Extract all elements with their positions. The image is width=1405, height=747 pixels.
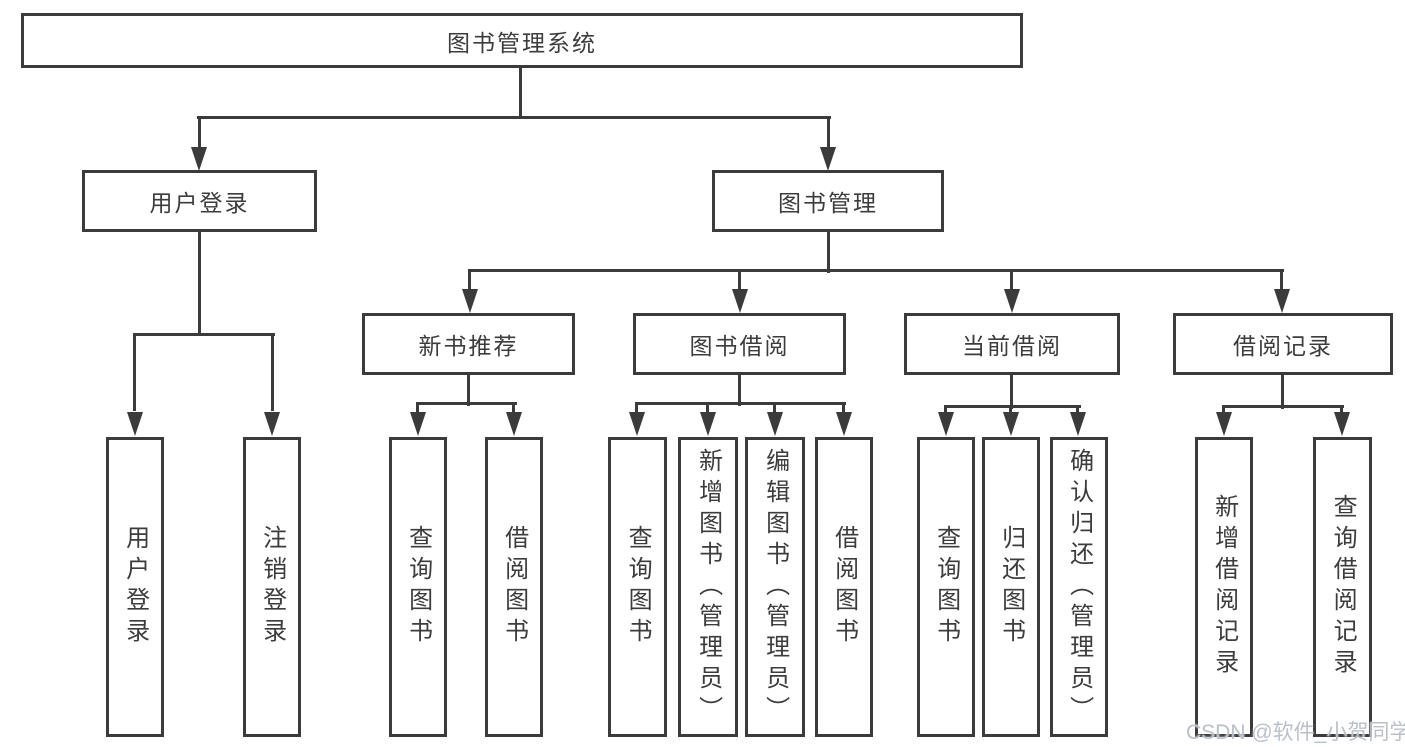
node-current-borrow-label: 当前借阅 [962, 333, 1062, 359]
leaf-query-book-borrow-label: 查询图书 [624, 525, 652, 649]
connector-userlogin-drop-2 [271, 333, 274, 411]
arrow-down-icon [1004, 289, 1020, 313]
connector-records-drop-1 [1222, 405, 1225, 415]
leaf-logout: 注销登录 [243, 437, 301, 737]
arrow-down-icon [700, 412, 716, 436]
arrow-down-icon [629, 412, 645, 436]
connector-bookmgmt-drop-3 [1010, 269, 1013, 291]
leaf-borrow-book-label: 借阅图书 [830, 525, 858, 649]
leaf-add-book-admin-label: 新增图书（管理员） [694, 447, 722, 727]
leaf-query-book-recommend-label: 查询图书 [404, 525, 432, 649]
leaf-user-login: 用户登录 [106, 437, 164, 737]
node-book-borrow: 图书借阅 [633, 313, 846, 375]
arrow-down-icon [462, 289, 478, 313]
arrow-down-icon [1334, 412, 1350, 436]
node-user-login: 用户登录 [82, 170, 317, 232]
arrow-down-icon [767, 412, 783, 436]
node-new-book-recommend-label: 新书推荐 [418, 333, 519, 359]
connector-userlogin-stem [198, 232, 201, 335]
node-book-borrow-label: 图书借阅 [689, 333, 790, 359]
connector-records-drop-2 [1340, 405, 1343, 415]
arrow-down-icon [1216, 412, 1232, 436]
leaf-add-borrow-record: 新增借阅记录 [1195, 437, 1253, 737]
connector-records-rail [1223, 405, 1344, 408]
connector-root-rail [197, 116, 831, 119]
connector-bookmgmt-rail [468, 269, 1284, 272]
leaf-query-book-borrow: 查询图书 [608, 437, 667, 737]
node-borrow-records-label: 借阅记录 [1233, 333, 1333, 359]
connector-bookmgmt-stem [827, 232, 830, 273]
connector-borrow-stem [738, 375, 741, 406]
csdn-watermark: CSDN @软件_小贺同学 [1186, 721, 1405, 744]
arrow-down-icon [1274, 289, 1290, 313]
connector-records-stem [1281, 375, 1284, 409]
connector-current-drop-1 [944, 405, 947, 415]
connector-bookmgmt-drop-1 [468, 269, 471, 291]
connector-bookmgmt-drop-4 [1280, 269, 1283, 291]
connector-current-drop-3 [1076, 405, 1079, 415]
node-current-borrow: 当前借阅 [904, 313, 1120, 375]
connector-bookmgmt-drop-2 [738, 269, 741, 291]
node-root-label: 图书管理系统 [447, 29, 597, 56]
connector-borrow-drop-3 [773, 402, 776, 415]
connector-newbook-rail [417, 402, 517, 405]
connector-borrow-drop-1 [635, 402, 638, 415]
leaf-confirm-return-admin: 确认归还（管理员） [1050, 437, 1108, 737]
leaf-logout-label: 注销登录 [258, 525, 286, 649]
connector-root-drop-right [827, 116, 830, 148]
leaf-borrow-book-recommend-label: 借阅图书 [500, 525, 528, 649]
node-borrow-records: 借阅记录 [1173, 313, 1393, 375]
arrow-down-icon [820, 147, 836, 171]
leaf-confirm-return-admin-label: 确认归还（管理员） [1065, 447, 1093, 727]
leaf-query-book-recommend: 查询图书 [389, 437, 447, 737]
arrow-down-icon [191, 147, 207, 171]
connector-current-stem [1010, 375, 1013, 409]
connector-borrow-drop-2 [706, 402, 709, 415]
arrow-down-icon [506, 412, 522, 436]
connector-newbook-drop-2 [512, 402, 515, 415]
leaf-add-borrow-record-label: 新增借阅记录 [1210, 494, 1238, 680]
connector-newbook-stem [467, 375, 470, 406]
leaf-edit-book-admin-label: 编辑图书（管理员） [761, 447, 789, 727]
node-user-login-label: 用户登录 [149, 190, 250, 216]
connector-root-stem [519, 68, 522, 117]
connector-current-rail [945, 405, 1081, 408]
leaf-return-book-label: 归还图书 [997, 525, 1025, 649]
leaf-edit-book-admin: 编辑图书（管理员） [745, 437, 805, 737]
leaf-borrow-book-recommend: 借阅图书 [485, 437, 543, 737]
node-new-book-recommend: 新书推荐 [362, 313, 575, 375]
connector-userlogin-rail [133, 333, 275, 336]
arrow-down-icon [127, 412, 143, 436]
connector-current-drop-2 [1009, 405, 1012, 415]
leaf-add-book-admin: 新增图书（管理员） [678, 437, 738, 737]
leaf-query-book-current-label: 查询图书 [932, 525, 960, 649]
leaf-borrow-book: 借阅图书 [815, 437, 873, 737]
arrow-down-icon [264, 412, 280, 436]
leaf-user-login-label: 用户登录 [121, 525, 149, 649]
leaf-return-book: 归还图书 [982, 437, 1040, 737]
leaf-query-borrow-record-label: 查询借阅记录 [1329, 494, 1357, 680]
arrow-down-icon [1070, 412, 1086, 436]
arrow-down-icon [938, 412, 954, 436]
connector-borrow-rail [636, 402, 846, 405]
node-book-management: 图书管理 [712, 170, 944, 232]
connector-userlogin-drop-1 [133, 333, 136, 411]
node-root: 图书管理系统 [21, 13, 1023, 68]
arrow-down-icon [732, 289, 748, 313]
node-book-management-label: 图书管理 [778, 190, 878, 216]
arrow-down-icon [1003, 412, 1019, 436]
connector-newbook-drop-1 [416, 402, 419, 415]
arrow-down-icon [836, 412, 852, 436]
leaf-query-borrow-record: 查询借阅记录 [1313, 437, 1372, 737]
connector-root-drop-left [198, 116, 201, 148]
leaf-query-book-current: 查询图书 [917, 437, 975, 737]
connector-borrow-drop-4 [842, 402, 845, 415]
arrow-down-icon [410, 412, 426, 436]
